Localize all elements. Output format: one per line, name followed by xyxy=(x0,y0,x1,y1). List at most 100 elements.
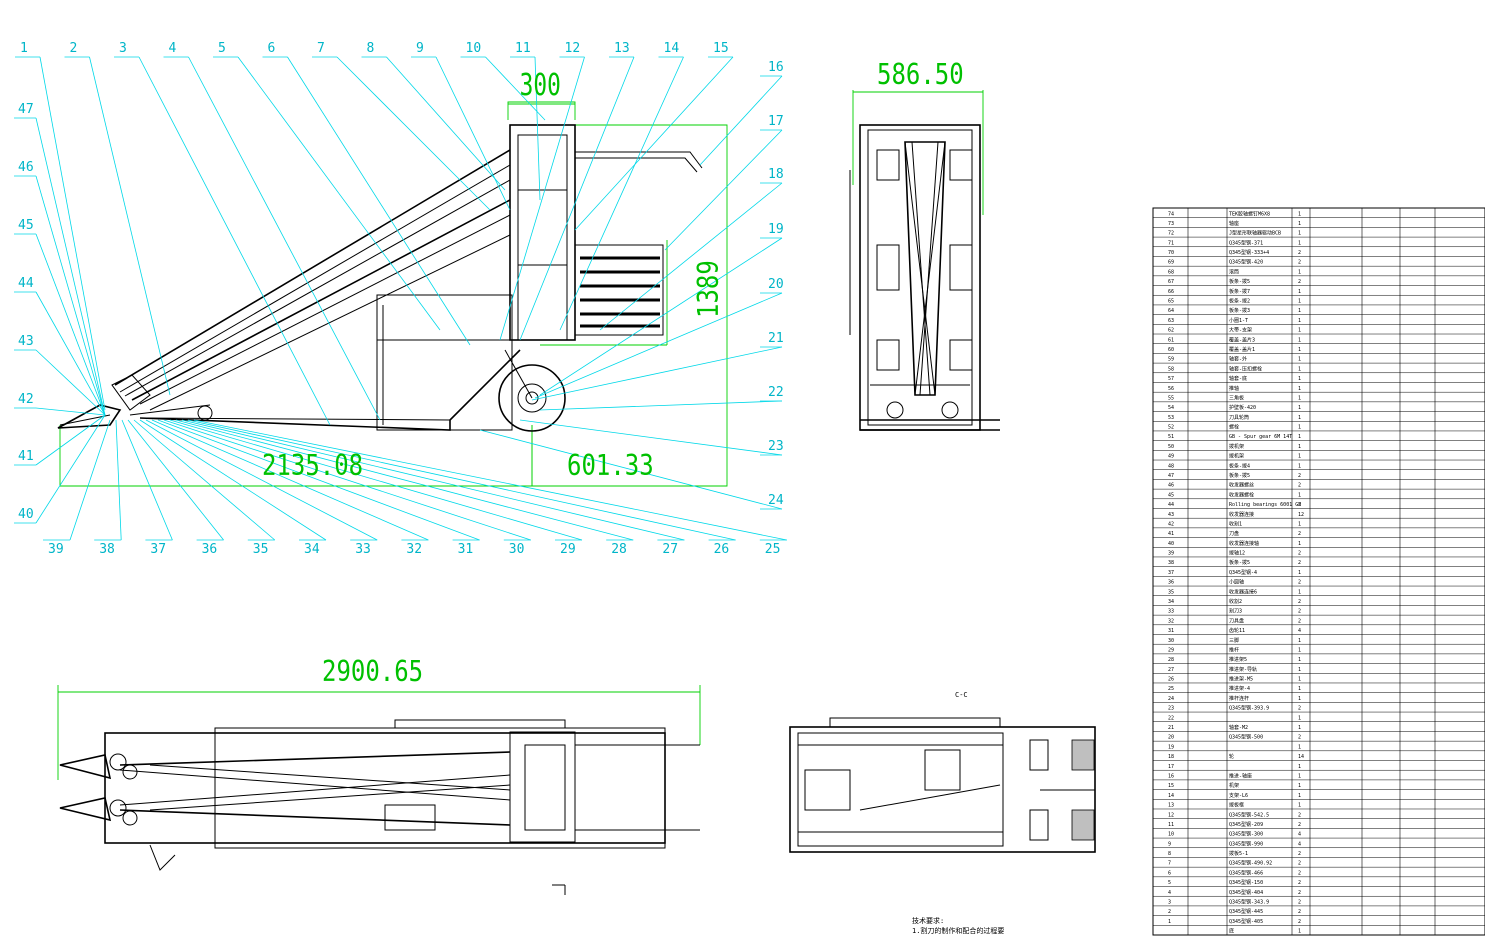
balloon-25: 25 xyxy=(765,542,781,557)
table-cell-name: 板条-拨4 xyxy=(1229,462,1250,469)
table-cell-qty: 1 xyxy=(1298,337,1301,343)
table-cell-qty: 1 xyxy=(1298,667,1301,673)
balloon-11: 11 xyxy=(515,41,531,56)
table-cell-no: 50 xyxy=(1168,444,1174,450)
table-cell-qty: 1 xyxy=(1298,783,1301,789)
table-cell-name: Q345型钢-371 xyxy=(1229,239,1263,246)
table-cell-name: 刀具轮筒 xyxy=(1229,414,1249,421)
dim-side-width: 300 xyxy=(520,68,561,103)
table-cell-no: 25 xyxy=(1168,686,1174,692)
table-cell-qty: 1 xyxy=(1298,570,1301,576)
balloon-8: 8 xyxy=(367,41,375,56)
table-cell-name: Q345型钢-445 xyxy=(1229,908,1263,915)
leader-line xyxy=(485,56,546,121)
leader-line xyxy=(133,419,276,541)
table-cell-qty: 2 xyxy=(1298,473,1301,479)
table-cell-no: 55 xyxy=(1168,395,1174,401)
table-cell-qty: 1 xyxy=(1298,657,1301,663)
balloon-44: 44 xyxy=(18,276,34,291)
balloon-47: 47 xyxy=(18,102,34,117)
table-cell-no: 2 xyxy=(1168,909,1171,915)
table-cell-no: 39 xyxy=(1168,551,1174,557)
table-cell-no: 61 xyxy=(1168,337,1174,343)
table-cell-name: 拨板框 xyxy=(1229,802,1244,809)
table-cell-name: 板条-拨2 xyxy=(1229,298,1250,305)
table-cell-no: 31 xyxy=(1168,628,1174,634)
balloon-5: 5 xyxy=(218,41,226,56)
table-cell-name: Q345型钢-343.9 xyxy=(1229,898,1269,905)
top-view xyxy=(57,685,701,895)
section-marker: C-C xyxy=(955,691,968,699)
table-cell-qty: 1 xyxy=(1298,425,1301,431)
table-cell-no: 37 xyxy=(1168,570,1174,576)
table-cell-name: 板条-拨5 xyxy=(1229,278,1250,285)
table-cell-qty: 4 xyxy=(1298,832,1301,838)
table-cell-qty: 1 xyxy=(1298,803,1301,809)
table-cell-no: 12 xyxy=(1168,812,1174,818)
table-cell-no: 22 xyxy=(1168,715,1174,721)
leader-line xyxy=(435,56,511,211)
table-cell-name: 螺栓 xyxy=(1229,424,1239,431)
table-cell-name: 大带-支架 xyxy=(1229,327,1252,334)
leader-line xyxy=(35,414,106,466)
table-cell-name: Q345型钢-209 xyxy=(1229,821,1263,828)
leader-line xyxy=(519,419,783,456)
table-cell-no: 66 xyxy=(1168,289,1174,295)
table-cell-no: 48 xyxy=(1168,463,1174,469)
table-cell-name: 轴套-M2 xyxy=(1229,724,1248,731)
table-cell-name: 板条-拨3 xyxy=(1229,307,1250,314)
balloon-24: 24 xyxy=(768,493,784,508)
table-cell-qty: 1 xyxy=(1298,638,1301,644)
table-cell-qty: 1 xyxy=(1298,347,1301,353)
table-cell-qty: 1 xyxy=(1298,677,1301,683)
leader-line xyxy=(89,56,171,396)
table-cell-name: 拨机架 xyxy=(1229,453,1244,460)
table-cell-no: 33 xyxy=(1168,609,1174,615)
leader-line xyxy=(534,292,783,399)
table-cell-no: 21 xyxy=(1168,725,1174,731)
table-cell-no: 49 xyxy=(1168,454,1174,460)
dim-top-length: 2900.65 xyxy=(322,655,423,689)
table-cell-name: 推杆连杆 xyxy=(1229,695,1249,702)
leader-line xyxy=(35,349,106,416)
leader-line xyxy=(539,400,783,411)
table-cell-name: 小圈1-T xyxy=(1229,317,1248,324)
table-cell-name: 割刀3 xyxy=(1229,608,1242,615)
table-cell-name: 齿轮11 xyxy=(1229,627,1245,634)
balloon-15: 15 xyxy=(713,41,729,56)
table-cell-no: 35 xyxy=(1168,589,1174,595)
table-cell-qty: 1 xyxy=(1298,715,1301,721)
leader-line xyxy=(163,419,531,541)
table-cell-qty: 1 xyxy=(1298,764,1301,770)
leader-line xyxy=(336,56,491,211)
table-cell-no: 72 xyxy=(1168,231,1174,237)
table-cell-name: 轴套-底 xyxy=(1229,375,1247,382)
leader-line xyxy=(479,429,783,510)
leader-line xyxy=(599,182,783,331)
leader-line xyxy=(386,56,506,191)
table-cell-qty: 2 xyxy=(1298,502,1301,508)
table-cell-no: 44 xyxy=(1168,502,1174,508)
leader-line xyxy=(157,419,480,541)
table-cell-no: 16 xyxy=(1168,773,1174,779)
table-cell-qty: 1 xyxy=(1298,463,1301,469)
table-cell-no: 19 xyxy=(1168,744,1174,750)
balloon-21: 21 xyxy=(768,331,784,346)
dim-side-rear: 601.33 xyxy=(567,449,654,483)
